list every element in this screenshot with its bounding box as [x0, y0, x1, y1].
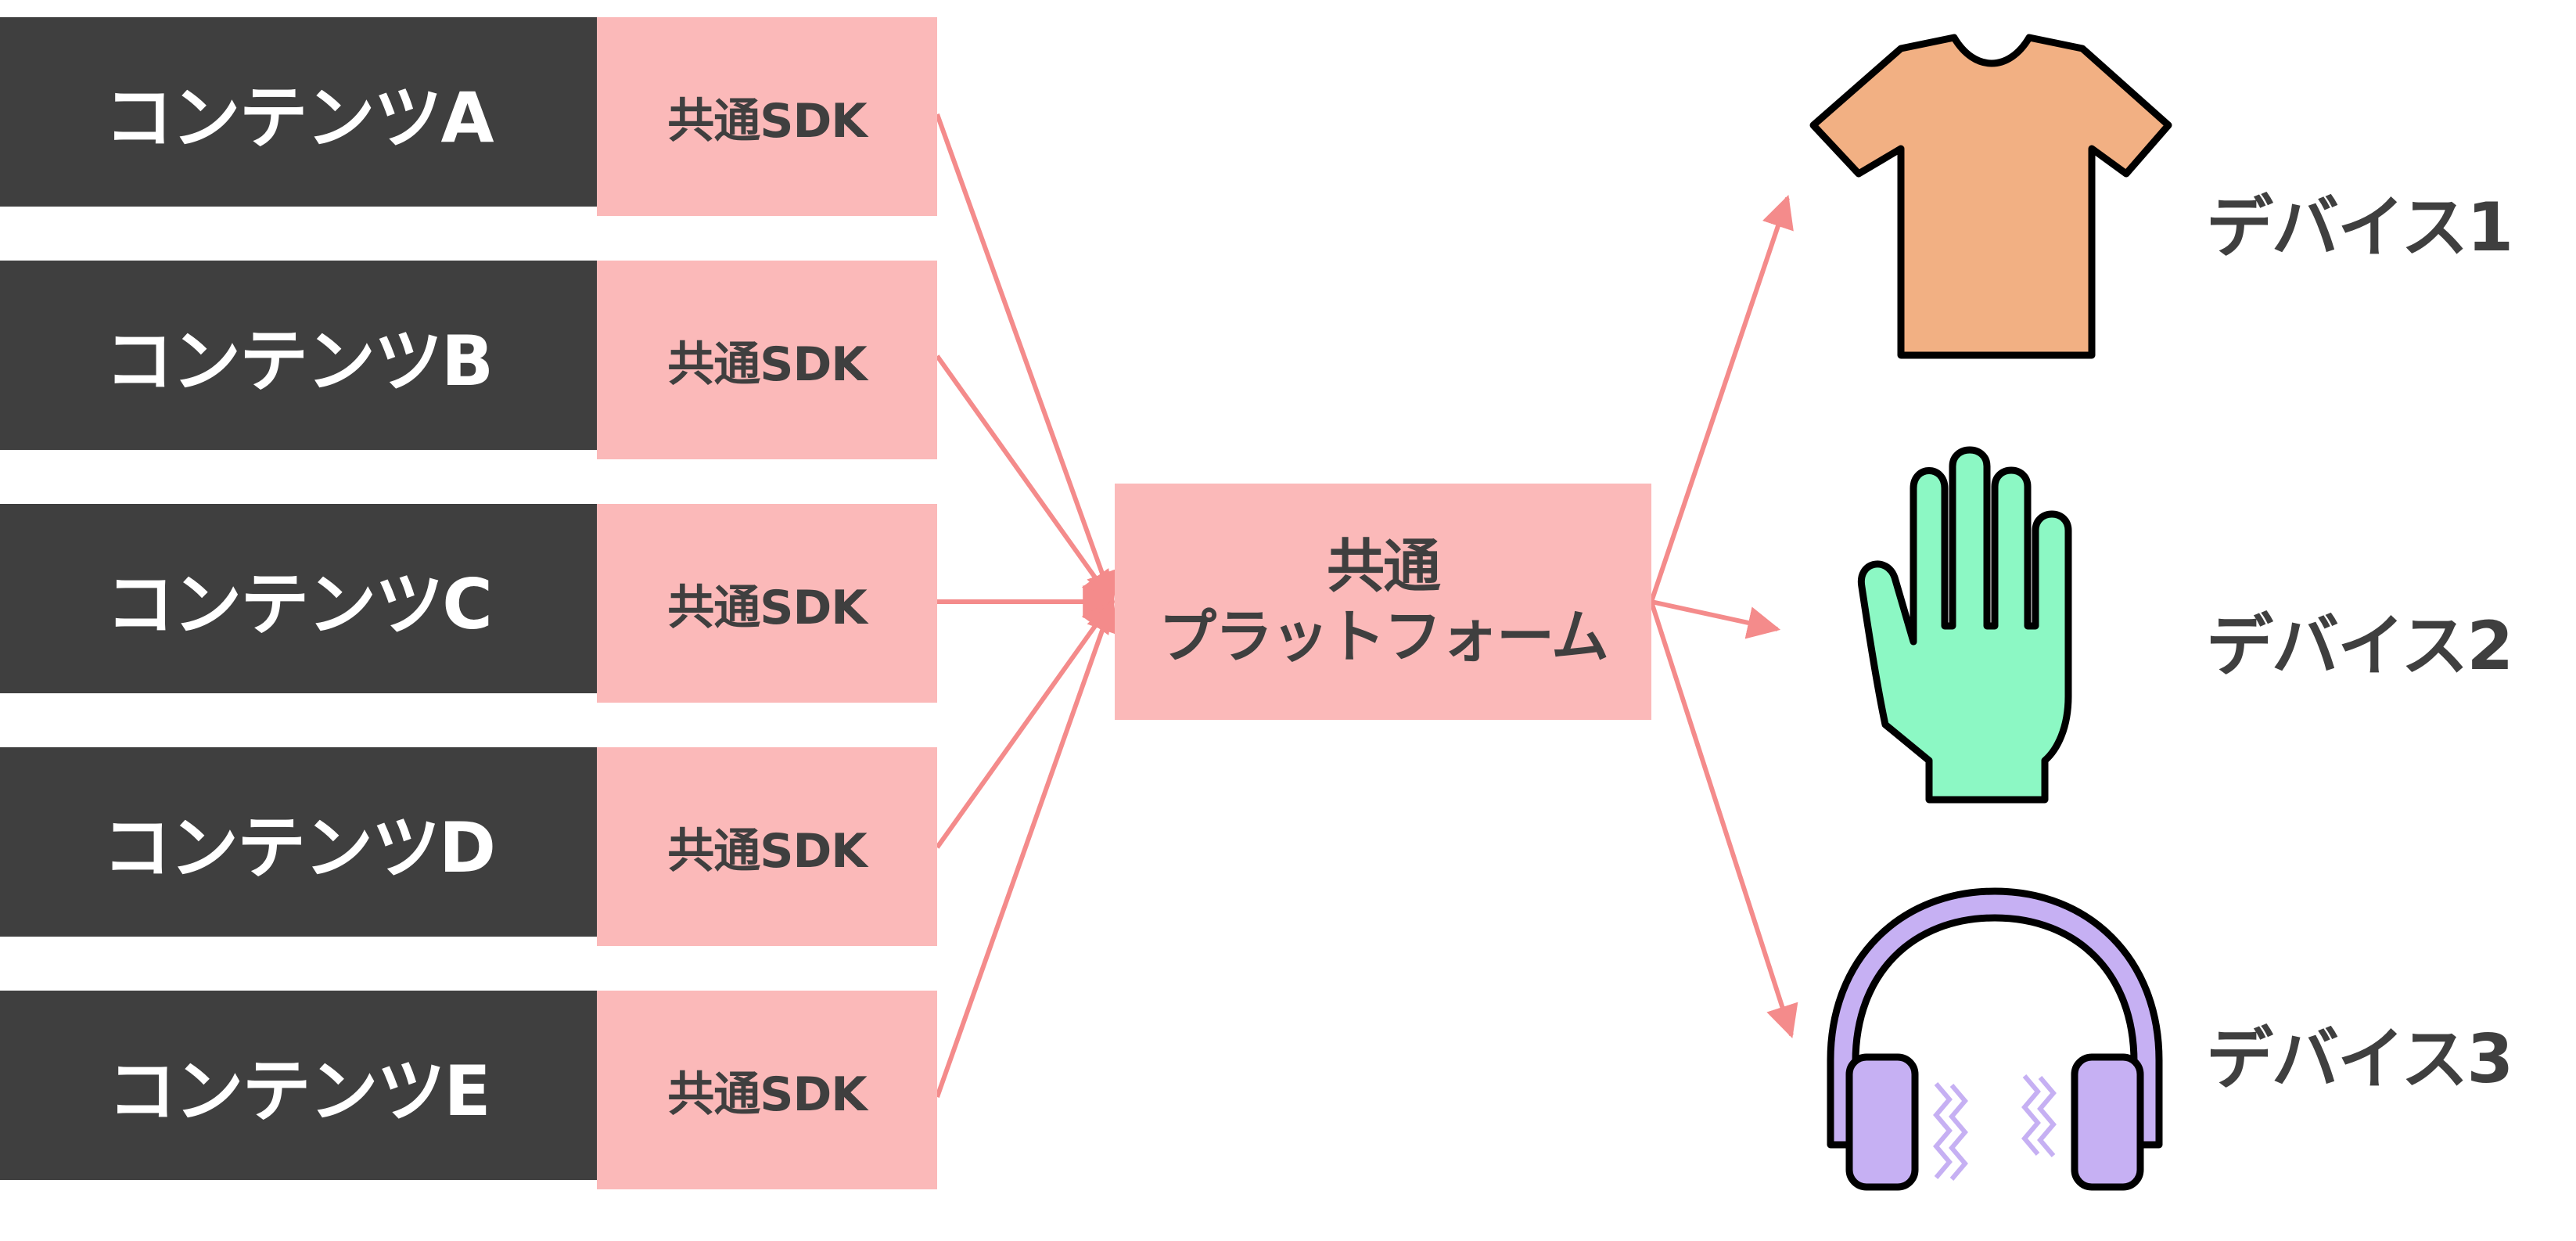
connector-platform-to-device-2 [1651, 599, 1781, 639]
platform-label-line1: 共通 [1327, 532, 1441, 600]
common-platform-box: 共通 プラットフォーム [1115, 484, 1651, 720]
device-label-2: デバイス2 [2206, 607, 2513, 685]
platform-label-line2: プラットフォーム [1159, 603, 1609, 671]
content-box-a: コンテンツA [0, 17, 597, 207]
connector-sdk-e-to-platform [935, 599, 1119, 1099]
content-box-d: コンテンツD [0, 747, 597, 937]
content-box-e: コンテンツE [0, 991, 597, 1180]
connector-sdk-a-to-platform [935, 113, 1118, 605]
sdk-box-c: 共通SDK [597, 504, 937, 703]
connector-sdk-b-to-platform [935, 354, 1115, 605]
sdk-box-d: 共通SDK [597, 747, 937, 946]
glove-icon [1857, 446, 2072, 804]
sdk-box-e: 共通SDK [597, 991, 937, 1189]
content-box-c: コンテンツC [0, 504, 597, 693]
headphones-icon [1827, 887, 2163, 1191]
connector-platform-to-device-3 [1649, 601, 1798, 1038]
t-shirt-icon [1809, 34, 2172, 359]
connector-sdk-d-to-platform [935, 599, 1115, 849]
device-label-3: デバイス3 [2206, 1020, 2513, 1099]
device-label-1: デバイス1 [2206, 189, 2513, 267]
sdk-box-b: 共通SDK [597, 261, 937, 459]
sdk-box-a: 共通SDK [597, 17, 937, 216]
connector-platform-to-device-1 [1649, 195, 1794, 603]
content-box-b: コンテンツB [0, 261, 597, 450]
